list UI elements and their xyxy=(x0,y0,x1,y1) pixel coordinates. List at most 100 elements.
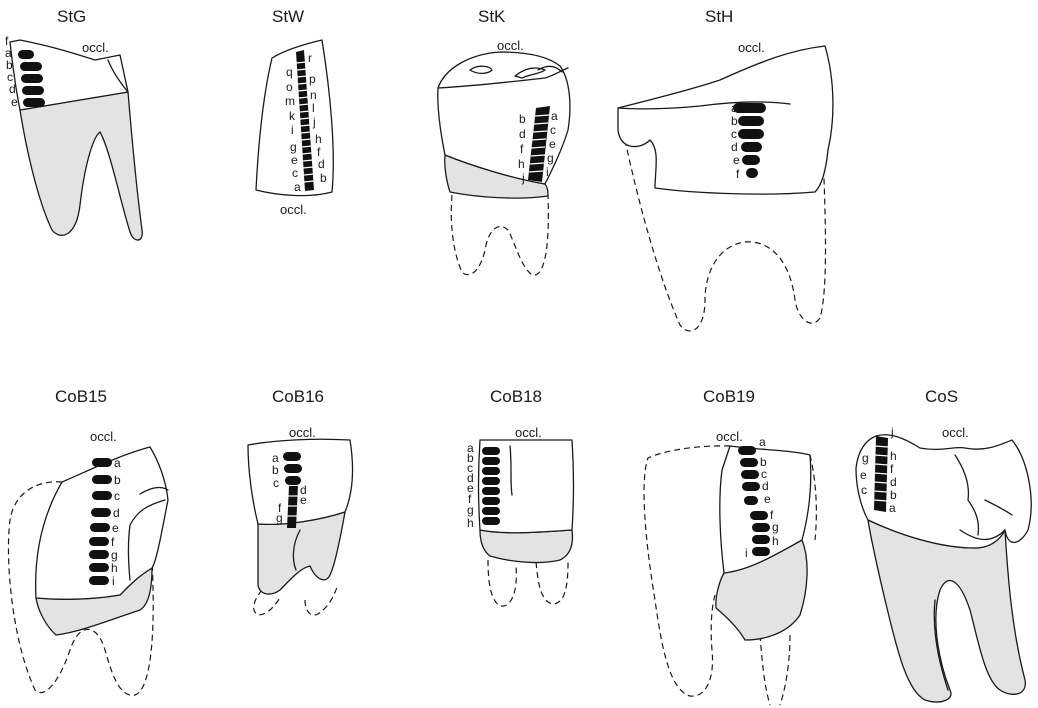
section-label: l xyxy=(312,101,315,115)
section-label: q xyxy=(286,65,293,79)
section-mark xyxy=(740,458,758,467)
specimen-title: CoB16 xyxy=(272,387,324,406)
section-label: r xyxy=(308,51,312,65)
section-label: a xyxy=(889,501,896,515)
section-label: j xyxy=(890,425,894,439)
tooth-root xyxy=(20,92,142,240)
section-mark xyxy=(746,168,758,178)
section-label: a xyxy=(114,456,121,470)
section-label: j xyxy=(312,115,316,129)
section-label: i xyxy=(291,123,294,137)
specimen-title: StK xyxy=(478,7,506,26)
section-label: i xyxy=(112,574,115,588)
section-label: a xyxy=(731,101,738,115)
section-label: e xyxy=(764,492,771,506)
section-label: h xyxy=(772,534,779,548)
occlusal-label: occl. xyxy=(90,429,117,444)
section-mark xyxy=(482,517,500,525)
section-label: g xyxy=(772,520,779,534)
section-mark xyxy=(742,482,760,491)
section-mark xyxy=(89,550,109,559)
section-label: c xyxy=(114,489,120,503)
section-mark xyxy=(22,86,44,95)
section-label: i xyxy=(745,546,748,560)
section-label: a xyxy=(759,435,766,449)
section-label: h xyxy=(518,157,525,171)
section-label: c xyxy=(292,166,298,180)
section-label: e xyxy=(11,95,18,109)
section-mark xyxy=(744,496,758,505)
section-label: e xyxy=(112,521,119,535)
section-label: d xyxy=(519,127,526,141)
section-label: b xyxy=(114,473,121,487)
section-mark xyxy=(482,497,500,505)
specimen-title: StH xyxy=(705,7,733,26)
specimen-cob19: CoB19 occl. a b c d e f g h i xyxy=(644,387,816,705)
section-mark xyxy=(91,508,111,517)
section-label: p xyxy=(309,72,316,86)
section-label: e xyxy=(291,153,298,167)
section-label: h xyxy=(890,449,897,463)
section-label: b xyxy=(519,112,526,126)
occlusal-label: occl. xyxy=(497,38,524,53)
occlusal-label: occl. xyxy=(515,425,542,440)
section-label: h xyxy=(467,516,474,530)
section-label: c xyxy=(861,483,867,497)
section-mark xyxy=(285,476,301,485)
specimen-title: StW xyxy=(272,7,304,26)
occlusal-label: occl. xyxy=(280,202,307,217)
section-label: d xyxy=(762,479,769,493)
section-label: d xyxy=(890,475,897,489)
section-label: b xyxy=(890,488,897,502)
section-label: n xyxy=(310,88,317,102)
section-mark xyxy=(89,563,109,572)
tooth-root xyxy=(868,520,1025,702)
section-label: b xyxy=(320,171,327,185)
reconstructed-root-outline xyxy=(488,560,568,606)
section-mark xyxy=(752,523,770,532)
section-label: e xyxy=(300,493,307,507)
section-mark xyxy=(738,116,764,126)
section-mark xyxy=(21,74,43,83)
specimen-title: CoS xyxy=(925,387,958,406)
specimen-stk: StK occl. b d f h j a c e g i xyxy=(438,7,570,275)
section-label: j xyxy=(521,171,525,185)
specimen-sth: StH occl. a b c d e f xyxy=(618,7,833,331)
section-mark xyxy=(482,487,500,495)
section-mark xyxy=(482,477,500,485)
section-mark xyxy=(18,50,34,59)
section-label: c xyxy=(273,476,279,490)
section-label: e xyxy=(860,468,867,482)
reconstructed-root-outline xyxy=(760,635,790,705)
section-mark xyxy=(20,62,42,71)
section-label: d xyxy=(731,140,738,154)
section-mark xyxy=(89,576,109,585)
section-mark xyxy=(752,535,770,544)
occlusal-label: occl. xyxy=(738,40,765,55)
specimen-stg: StG occl. f a b c d e xyxy=(5,7,142,240)
section-mark xyxy=(92,475,112,484)
specimen-title: CoB15 xyxy=(55,387,107,406)
section-label: m xyxy=(285,94,295,108)
section-mark xyxy=(482,457,500,465)
tooth-root xyxy=(480,530,573,563)
section-label: a xyxy=(294,180,301,194)
specimen-cob15: CoB15 occl. a b c d e f g h i xyxy=(8,387,168,695)
specimen-title: CoB18 xyxy=(490,387,542,406)
reconstructed-root-outline xyxy=(644,446,730,696)
section-mark xyxy=(752,547,770,556)
section-label: h xyxy=(111,561,118,575)
section-mark xyxy=(482,467,500,475)
section-label: g xyxy=(111,548,118,562)
section-mark xyxy=(482,507,500,515)
specimen-cos: CoS occl. g e c j h f d b a xyxy=(856,387,1031,702)
section-mark xyxy=(738,129,764,139)
section-label: b xyxy=(272,463,279,477)
section-mark xyxy=(23,98,45,107)
section-mark xyxy=(741,470,759,479)
section-mark xyxy=(733,103,766,113)
section-label: g xyxy=(547,151,554,165)
tooth-crown xyxy=(618,46,833,194)
occlusal-label: occl. xyxy=(942,425,969,440)
